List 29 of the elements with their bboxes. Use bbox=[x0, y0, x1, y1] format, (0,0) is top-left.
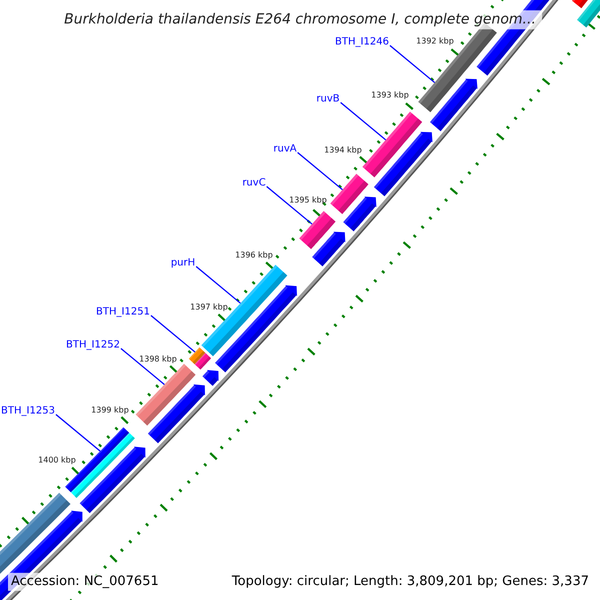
gene-bar bbox=[188, 347, 206, 364]
gene-bar bbox=[136, 364, 196, 426]
gene-label: ruvA bbox=[273, 144, 297, 154]
gene-label: BTH_I1252 bbox=[66, 340, 120, 350]
gene-label: BTH_I1251 bbox=[96, 306, 150, 318]
gene-label: BTH_I1253 bbox=[1, 406, 55, 416]
scale-label: 1397 kbp bbox=[190, 304, 228, 312]
scale-label: 1399 kbp bbox=[91, 406, 129, 416]
gene-label: purH bbox=[170, 258, 196, 268]
leader-line bbox=[56, 414, 101, 452]
scale-label: 1394 kbp bbox=[324, 146, 362, 156]
leader-line bbox=[120, 348, 165, 385]
gene-label: BTH_I1246 bbox=[335, 36, 389, 48]
gene-bar bbox=[299, 211, 336, 250]
scale-label: 1398 kbp bbox=[139, 356, 177, 364]
leader-line bbox=[297, 152, 343, 190]
leader-line bbox=[390, 45, 436, 83]
gene-bar bbox=[362, 112, 422, 178]
gene-label: ruvB bbox=[316, 94, 340, 104]
scale-label: 1393 kbp bbox=[371, 92, 409, 100]
gene-bar bbox=[330, 174, 368, 214]
scale-label: 1400 kbp bbox=[38, 456, 76, 466]
scale-label: 1392 kbp bbox=[416, 38, 454, 46]
gene-label: ruvC bbox=[242, 178, 266, 188]
leader-line bbox=[196, 266, 241, 304]
leader-line bbox=[266, 186, 312, 225]
scale-label: 1395 kbp bbox=[289, 196, 327, 206]
leader-line bbox=[340, 102, 386, 140]
leader-line bbox=[150, 315, 196, 352]
